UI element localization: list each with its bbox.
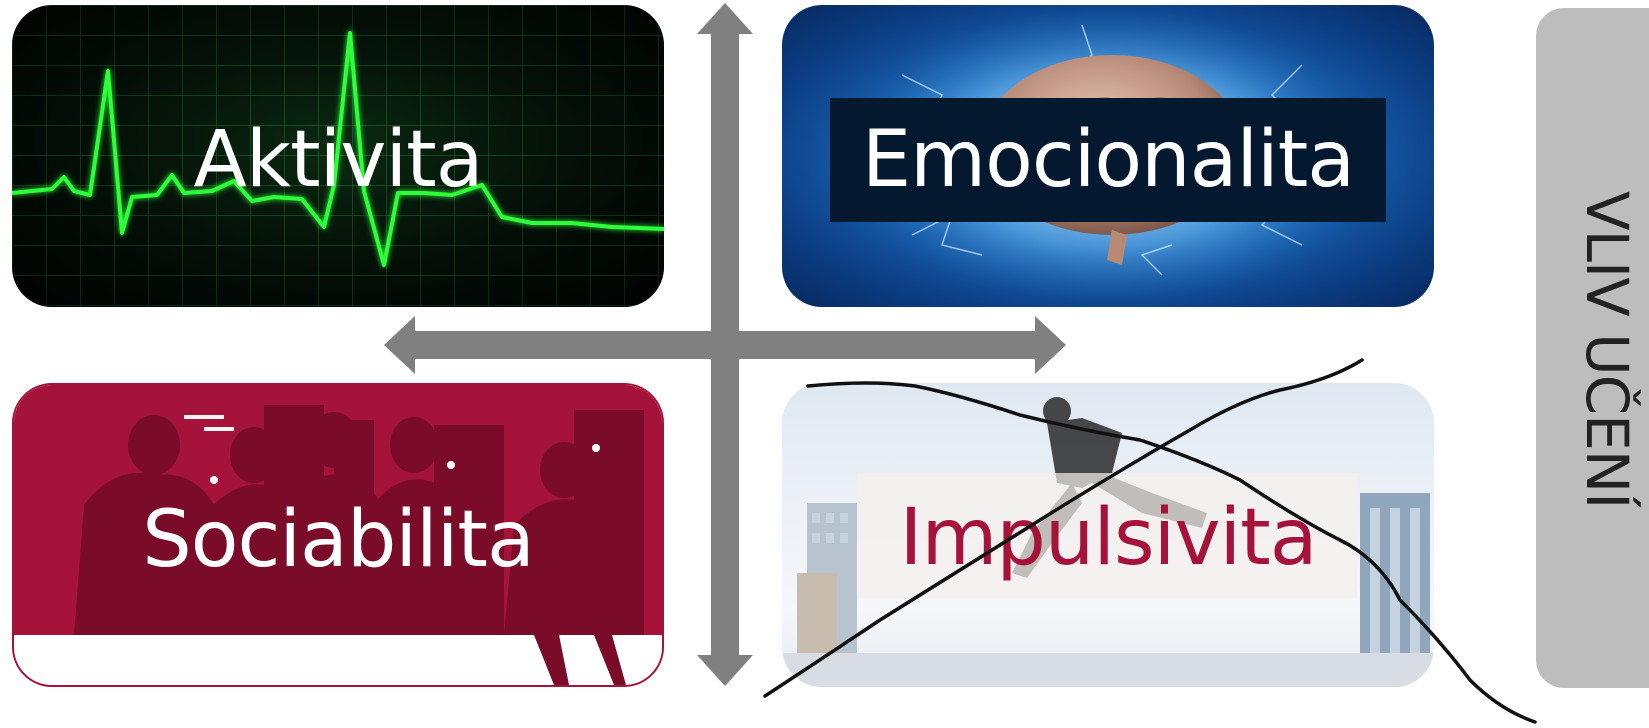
quadrant-emocionalita: Emocionalita [782, 5, 1434, 307]
right-arrowhead [1035, 316, 1066, 374]
quadrant-label-aktivita: Aktivita [193, 115, 484, 205]
side-panel [1536, 8, 1649, 688]
vertical-axis-shaft [711, 32, 739, 656]
quadrant-label-emocionalita: Emocionalita [861, 115, 1355, 205]
side-panel-label: VLIV UČENÍ [1573, 191, 1641, 509]
up-arrowhead [697, 3, 753, 34]
ecg-grid-image [12, 5, 664, 307]
quadrant-impulsivita: Impulsivita [782, 383, 1434, 687]
left-arrowhead [384, 316, 415, 374]
quadrant-aktivita: Aktivita [12, 5, 664, 307]
quadrant-sociabilita: Sociabilita [12, 383, 664, 687]
quadrant-label-impulsivita: Impulsivita [899, 493, 1317, 583]
label-backdrop [830, 98, 1386, 222]
down-arrowhead [697, 655, 753, 686]
horizontal-axis-shaft [412, 331, 1037, 359]
ecg-line [12, 31, 664, 267]
quadrant-label-sociabilita: Sociabilita [142, 495, 535, 585]
people-silhouette-image [14, 385, 662, 685]
